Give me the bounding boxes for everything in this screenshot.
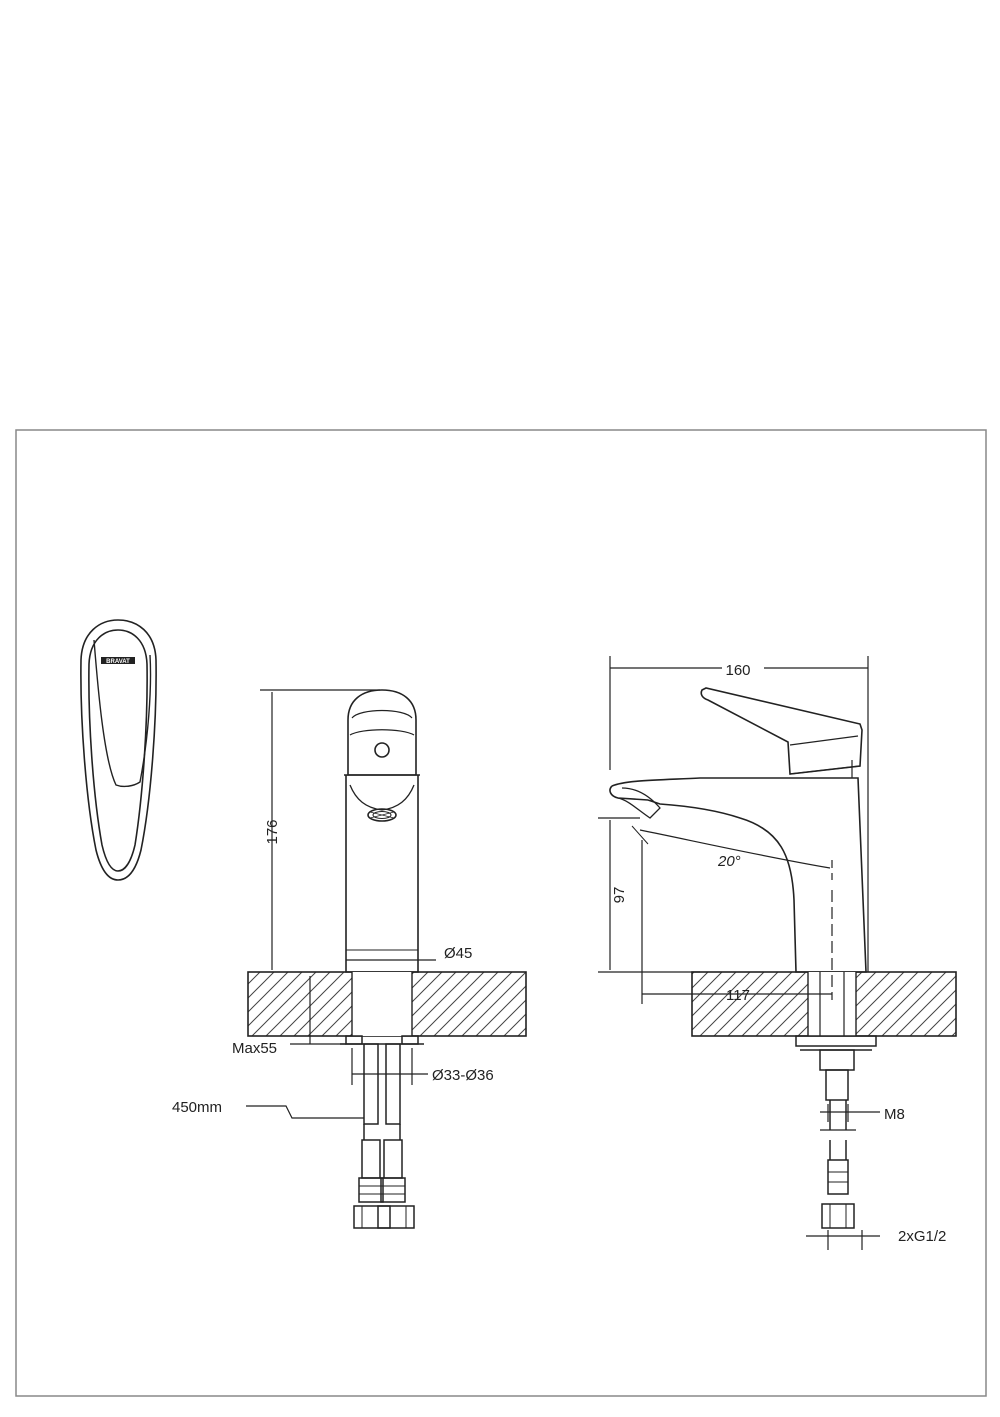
dim-body-diameter: Ø45 xyxy=(444,945,472,962)
front-underside xyxy=(340,1035,424,1229)
dim-center-offset: 117 xyxy=(726,987,750,1004)
brand-mark: BRAVAT xyxy=(106,659,130,665)
dim-max-deck: Max55 xyxy=(232,1040,277,1057)
dim-angle: 20° xyxy=(717,853,741,870)
dim-hole-diameter: Ø33-Ø36 xyxy=(432,1067,494,1084)
side-view xyxy=(609,687,867,973)
front-dimensions xyxy=(246,689,436,1119)
front-countertop xyxy=(247,971,527,1037)
dim-stud: M8 xyxy=(884,1106,905,1123)
dim-spout-height: 97 xyxy=(611,887,628,904)
side-underside xyxy=(795,1035,877,1229)
dim-reach: 160 xyxy=(725,662,750,679)
handle-top-view xyxy=(80,619,157,881)
drawing-frame xyxy=(15,429,987,1397)
front-view xyxy=(344,689,420,973)
dim-connections: 2xG1/2 xyxy=(898,1228,946,1245)
dim-height-total: 176 xyxy=(264,819,281,844)
dim-hose-length: 450mm xyxy=(172,1099,222,1116)
side-dimensions xyxy=(598,656,880,1250)
side-countertop xyxy=(691,971,957,1037)
